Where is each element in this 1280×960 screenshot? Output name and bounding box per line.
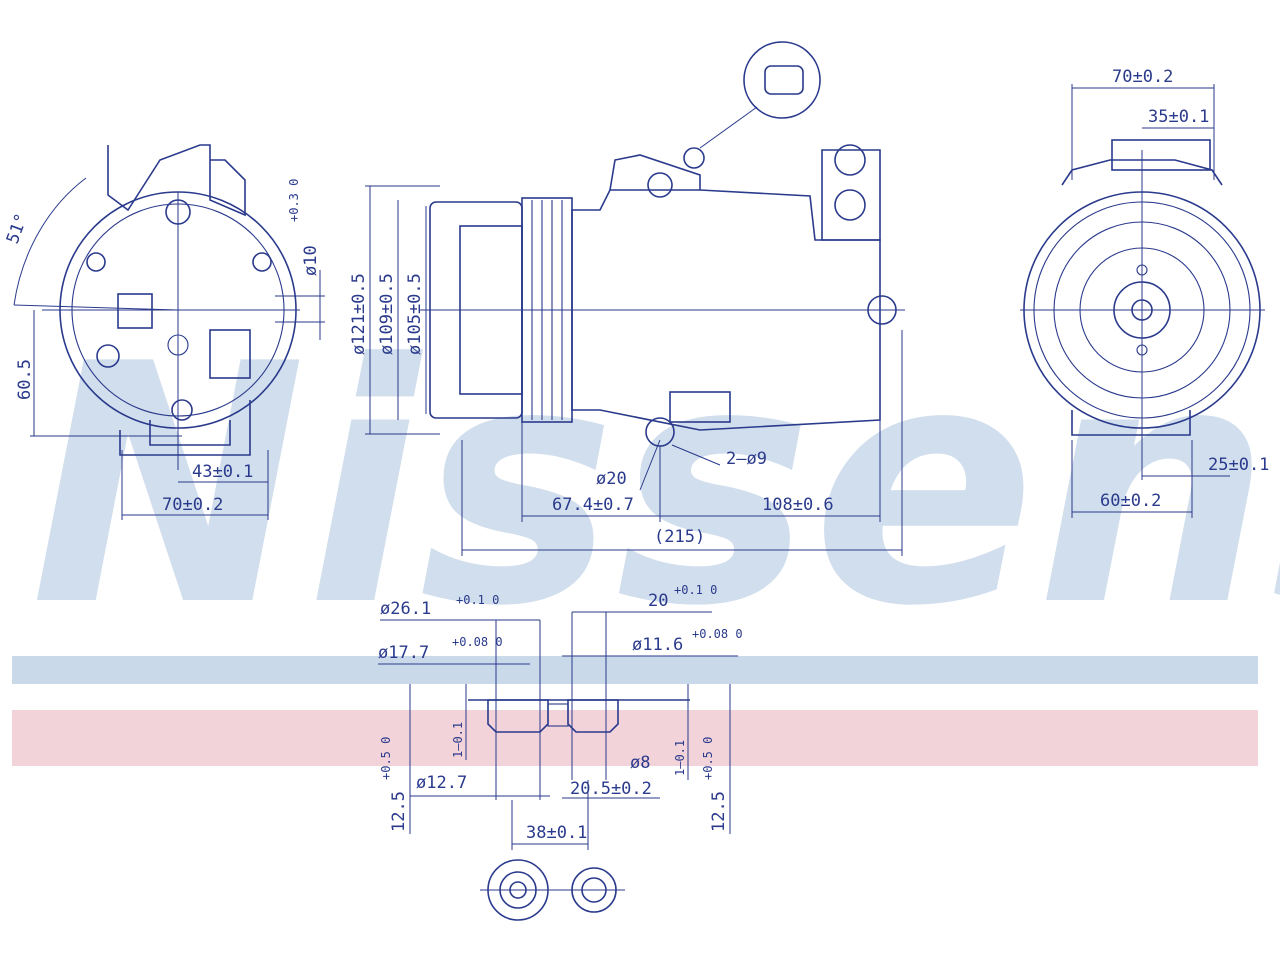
rear-w60-label: 60±0.2 <box>1100 491 1161 511</box>
d105-label: ø105±0.5 <box>405 273 425 355</box>
front-valve-right <box>209 329 251 379</box>
d20-leader <box>639 439 661 491</box>
rear-port-lower <box>834 189 866 221</box>
top-connector <box>683 147 705 169</box>
front-bolt-left <box>86 252 106 272</box>
front-h60-label: 60.5 <box>15 359 35 400</box>
w20-5-label: 20.5±0.2 <box>570 779 652 799</box>
rear-w35-label: 35±0.1 <box>1148 107 1209 127</box>
front-port-left <box>96 344 120 368</box>
d121-label: ø121±0.5 <box>349 273 369 355</box>
h12-right-label: 12.5 <box>709 791 729 832</box>
rear-view: 70±0.2 35±0.1 25±0.1 60±0.2 <box>1020 67 1269 518</box>
top-mount-hole <box>647 172 673 198</box>
hole-2-9-label: 2–ø9 <box>726 449 767 469</box>
d26-label: ø26.1 <box>380 599 431 619</box>
h1-left-label: 1–0.1 <box>451 722 465 758</box>
pink-stripe <box>12 710 1258 766</box>
fitting-bridge <box>547 703 569 727</box>
hole-leader <box>671 444 721 466</box>
front-angle-leg <box>13 304 179 311</box>
rear-bottom-bracket <box>1071 410 1191 436</box>
front-port-bottom <box>171 399 193 421</box>
front-bolt-right <box>252 252 272 272</box>
front-bottom-bracket <box>149 420 231 446</box>
w38-label: 38±0.1 <box>526 823 587 843</box>
fitting-detail: ø26.1 +0.1 0 20 +0.1 0 ø17.7 +0.08 0 ø11… <box>378 583 743 921</box>
front-angle-label: 51° <box>3 211 32 247</box>
len-108-label: 108±0.6 <box>762 495 834 515</box>
len-67-4-label: 67.4±0.7 <box>552 495 634 515</box>
d8-label: ø8 <box>630 753 650 773</box>
d20-label: ø20 <box>596 469 627 489</box>
watermark-text: Nissens <box>30 294 1280 678</box>
front-top-bracket <box>107 144 246 217</box>
d17-label: ø17.7 <box>378 643 429 663</box>
d109-label: ø109±0.5 <box>377 273 397 355</box>
front-d10-label: ø10 <box>301 245 321 276</box>
front-angle-arc <box>13 177 87 306</box>
d26-tol: +0.1 0 <box>456 593 499 607</box>
connector-plug <box>764 65 804 95</box>
d11-tol: +0.08 0 <box>692 627 743 641</box>
d12-label: ø12.7 <box>416 773 467 793</box>
rear-port-block <box>821 149 881 241</box>
h12-left-tol: +0.5 0 <box>379 737 393 780</box>
d11-label: ø11.6 <box>632 635 683 655</box>
rear-port-upper <box>834 144 866 176</box>
rear-w70-label: 70±0.2 <box>1112 67 1173 87</box>
front-d10-tol: +0.3 0 <box>287 179 301 222</box>
w20-label: 20 <box>648 591 668 611</box>
d17-tol: +0.08 0 <box>452 635 503 649</box>
connector-leader <box>699 106 758 149</box>
h12-right-tol: +0.5 0 <box>701 737 715 780</box>
side-view: ø121±0.5 ø109±0.5 ø105±0.5 2–ø9 ø20 67.4… <box>349 41 905 556</box>
len-215-label: (215) <box>654 527 705 547</box>
front-valve-left <box>117 293 153 329</box>
connector-detail-outer <box>743 41 821 119</box>
rear-top-lug <box>1111 139 1211 171</box>
front-w70-label: 70±0.2 <box>162 495 223 515</box>
front-bottom-flange <box>119 400 251 456</box>
w20-tol: +0.1 0 <box>674 583 717 597</box>
connector-housing <box>609 154 701 191</box>
rear-w25-label: 25±0.1 <box>1208 455 1269 475</box>
front-w43-label: 43±0.1 <box>192 462 253 482</box>
blue-stripe <box>12 656 1258 684</box>
h12-left-label: 12.5 <box>389 791 409 832</box>
h1-right-label: 1–0.1 <box>673 740 687 776</box>
bottom-lug <box>669 391 731 423</box>
